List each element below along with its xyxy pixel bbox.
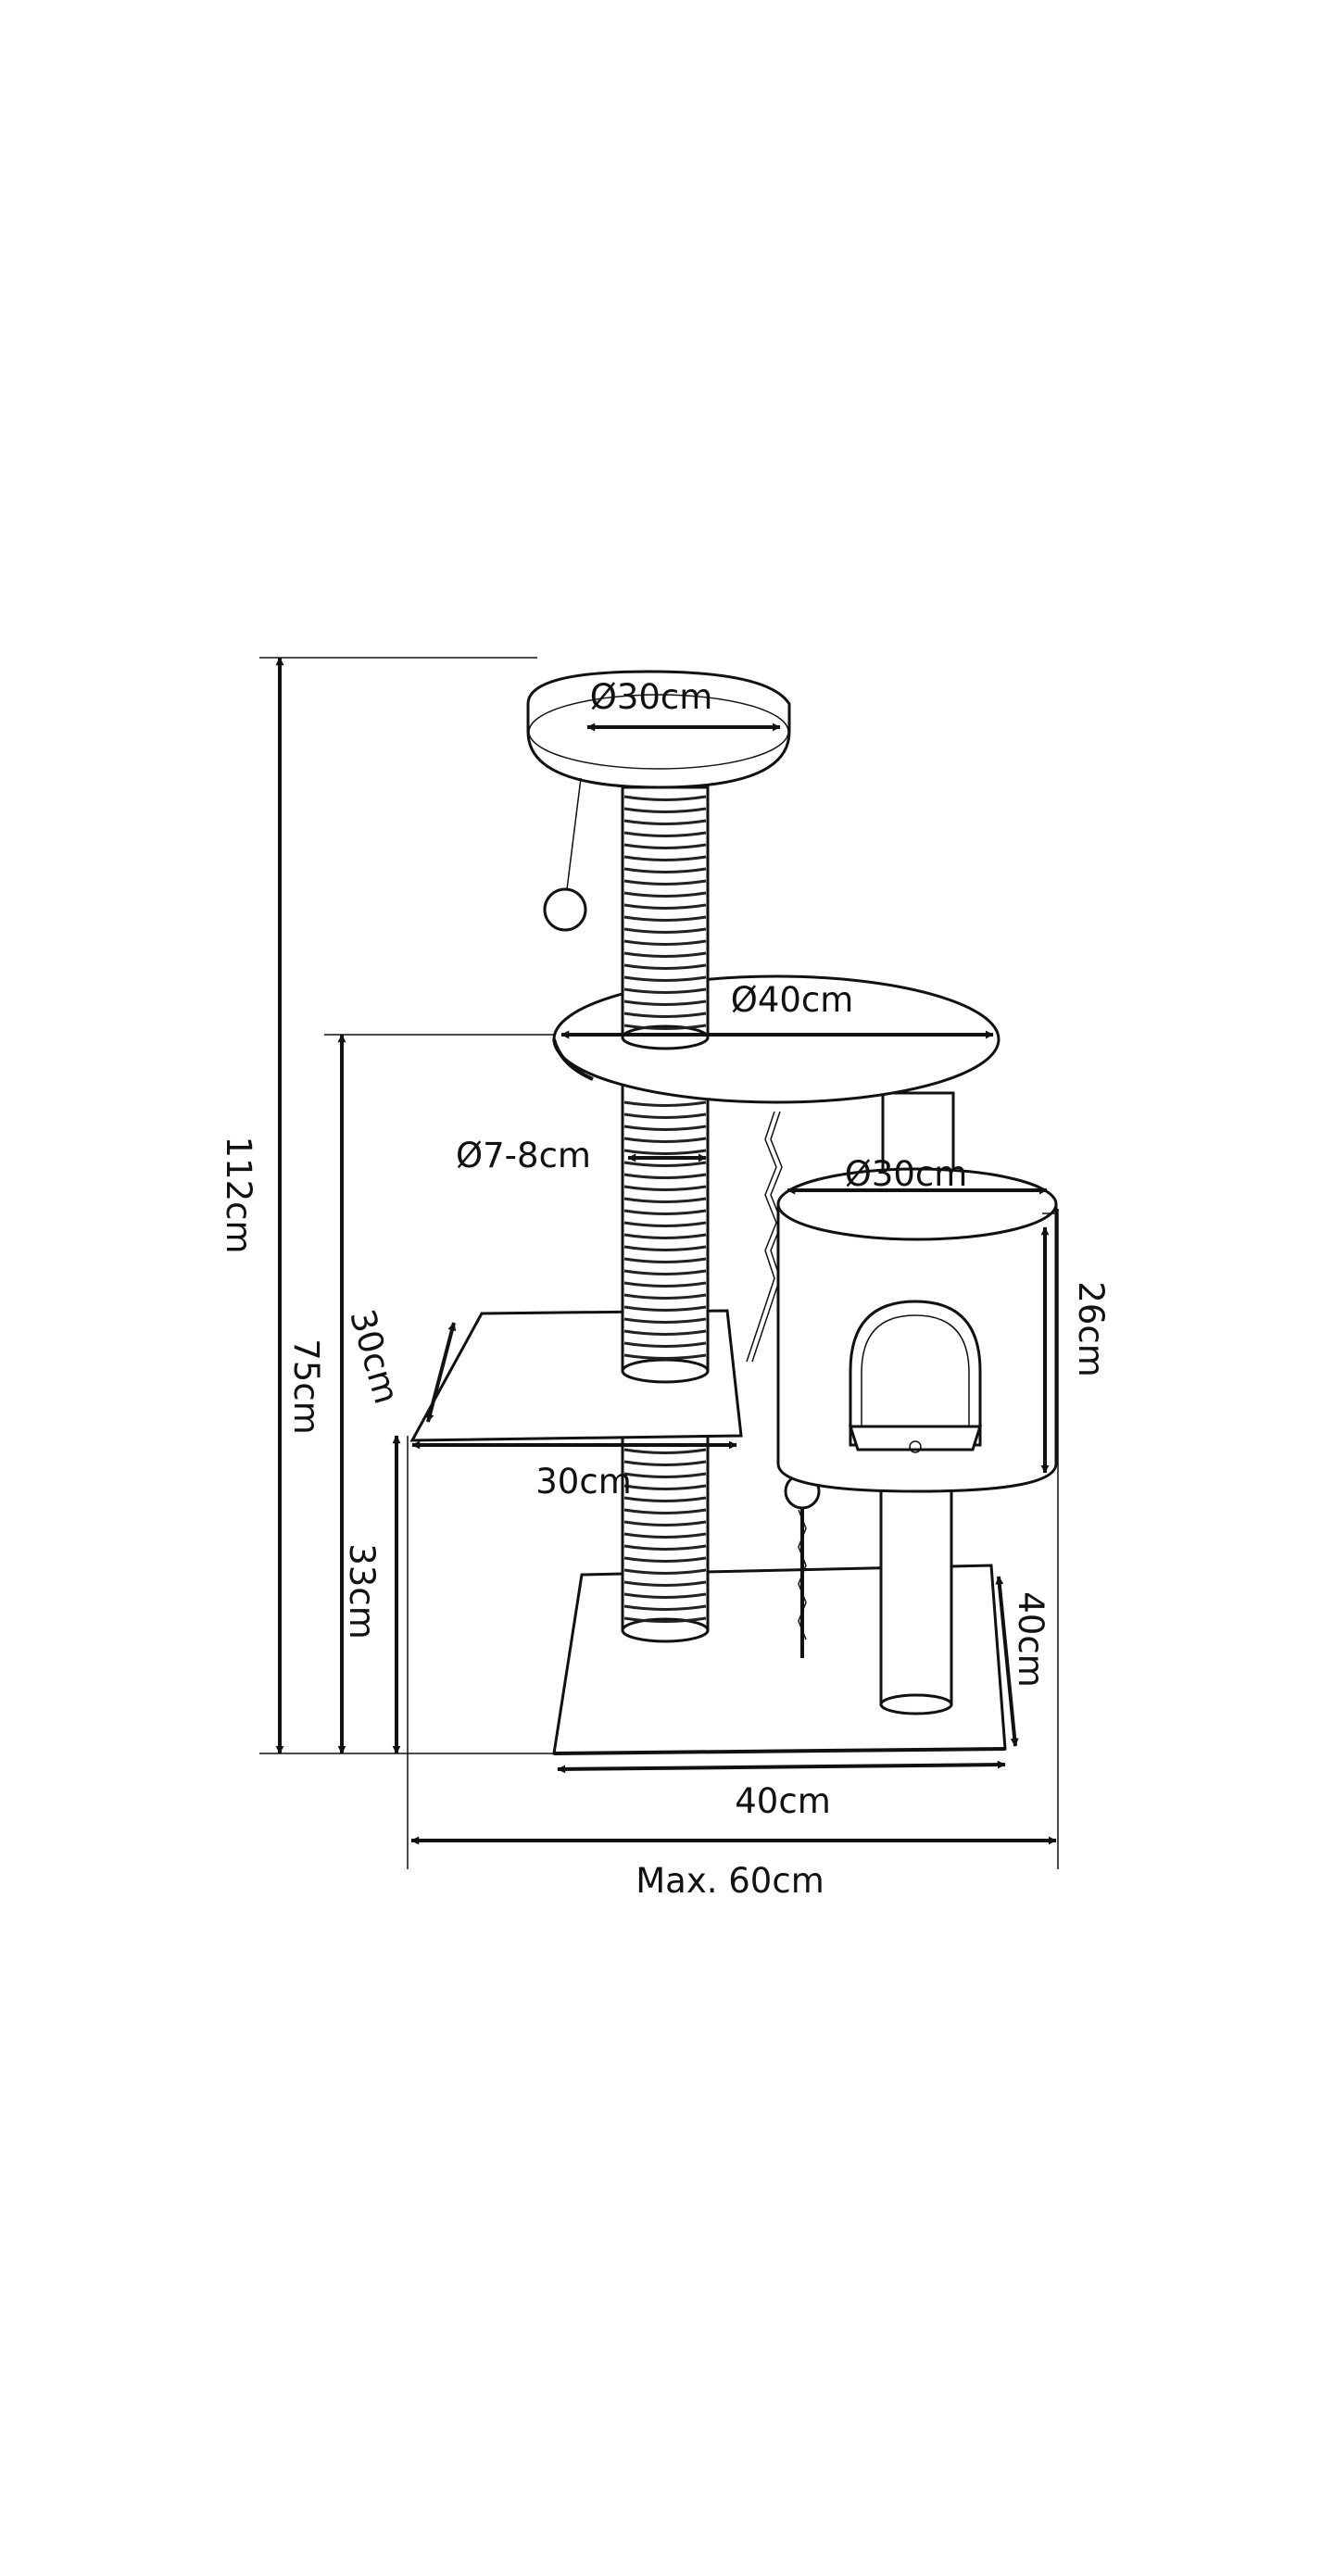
sisal-stripe bbox=[623, 1520, 707, 1527]
label-side-platform-width: 30cm bbox=[535, 1462, 631, 1502]
top-hanging-toy bbox=[543, 777, 587, 932]
sisal-stripe bbox=[623, 1556, 707, 1563]
sisal-stripe bbox=[623, 1269, 707, 1275]
sisal-stripe bbox=[623, 975, 707, 982]
sisal-stripe bbox=[623, 1484, 707, 1490]
sisal-stripe bbox=[623, 1197, 707, 1203]
sisal-stripe bbox=[623, 1353, 707, 1360]
sisal-stripe bbox=[623, 1448, 707, 1454]
lower-sisal-post bbox=[621, 1434, 710, 1643]
extension-lines bbox=[259, 657, 1059, 1869]
sisal-stripe bbox=[623, 939, 707, 946]
label-house-height: 26cm bbox=[1071, 1281, 1111, 1376]
sisal-stripe bbox=[623, 807, 707, 813]
sisal-stripe bbox=[623, 1281, 707, 1288]
sisal-stripe bbox=[623, 1472, 707, 1478]
middle-hanging-rope bbox=[746, 1111, 783, 1363]
sisal-stripe bbox=[623, 1024, 707, 1030]
sisal-stripe bbox=[623, 1544, 707, 1551]
label-base-depth: 40cm bbox=[1011, 1591, 1051, 1687]
sisal-stripe bbox=[623, 927, 707, 934]
dimension-arrows bbox=[275, 657, 1057, 1845]
arrow-side-depth bbox=[425, 1322, 457, 1423]
label-middle-platform-height: 75cm bbox=[286, 1338, 326, 1434]
arrow-base-depth bbox=[995, 1576, 1019, 1747]
sisal-stripe bbox=[623, 1616, 707, 1623]
cat-house bbox=[776, 1167, 1058, 1493]
label-side-platform-height: 33cm bbox=[342, 1543, 382, 1639]
sisal-stripe bbox=[623, 1341, 707, 1348]
sisal-stripe bbox=[623, 915, 707, 922]
house-support-post bbox=[879, 1480, 953, 1715]
sisal-stripe bbox=[623, 1125, 707, 1131]
sisal-stripe bbox=[623, 1012, 707, 1018]
sisal-stripe bbox=[623, 1293, 707, 1300]
arrow-base-width bbox=[557, 1760, 1006, 1774]
label-house-diameter: Ø30cm bbox=[845, 1154, 968, 1194]
label-max-width: Max. 60cm bbox=[636, 1861, 824, 1901]
label-total-height: 112cm bbox=[219, 1136, 258, 1253]
sisal-stripe bbox=[623, 951, 707, 958]
sisal-stripe bbox=[623, 1592, 707, 1599]
sisal-stripe bbox=[623, 1257, 707, 1263]
sisal-stripe bbox=[623, 1508, 707, 1514]
sisal-stripe bbox=[623, 1496, 707, 1502]
label-side-platform-depth: 30cm bbox=[342, 1305, 407, 1408]
sisal-stripe bbox=[623, 1580, 707, 1587]
middle-sisal-post bbox=[621, 1054, 710, 1384]
sisal-stripe bbox=[623, 1137, 707, 1143]
dimension-labels: Ø30cm Ø40cm Ø7-8cm Ø30cm 26cm 112cm 75cm… bbox=[219, 677, 1111, 1901]
sisal-stripe bbox=[623, 1100, 707, 1107]
label-middle-platform-diameter: Ø40cm bbox=[731, 980, 854, 1020]
sisal-stripe bbox=[623, 843, 707, 849]
sisal-stripe bbox=[623, 1604, 707, 1611]
sisal-stripe bbox=[623, 867, 707, 873]
sisal-stripe bbox=[623, 999, 707, 1006]
sisal-stripe bbox=[623, 1185, 707, 1191]
sisal-stripe bbox=[623, 1233, 707, 1239]
sisal-stripe bbox=[623, 1460, 707, 1466]
sisal-stripe bbox=[623, 963, 707, 970]
sisal-stripe bbox=[623, 1329, 707, 1336]
label-top-platform-diameter: Ø30cm bbox=[590, 677, 713, 717]
sisal-stripe bbox=[623, 831, 707, 837]
label-post-diameter: Ø7-8cm bbox=[456, 1136, 591, 1175]
sisal-stripe bbox=[623, 795, 707, 801]
sisal-stripe bbox=[623, 1161, 707, 1167]
sisal-stripe bbox=[623, 987, 707, 994]
sisal-stripe bbox=[623, 1245, 707, 1251]
sisal-stripe bbox=[623, 1532, 707, 1539]
sisal-stripe bbox=[623, 1173, 707, 1179]
sisal-stripe bbox=[623, 1209, 707, 1215]
label-base-width: 40cm bbox=[735, 1781, 830, 1821]
sisal-stripe bbox=[623, 855, 707, 861]
upper-sisal-post bbox=[621, 785, 710, 1050]
sisal-stripe bbox=[623, 891, 707, 898]
sisal-stripe bbox=[623, 1112, 707, 1119]
sisal-stripe bbox=[623, 819, 707, 825]
sisal-stripe bbox=[623, 1305, 707, 1312]
sisal-stripe bbox=[623, 903, 707, 910]
sisal-stripe bbox=[623, 1221, 707, 1227]
sisal-stripe bbox=[623, 879, 707, 886]
sisal-stripe bbox=[623, 1568, 707, 1575]
sisal-stripe bbox=[623, 1317, 707, 1324]
